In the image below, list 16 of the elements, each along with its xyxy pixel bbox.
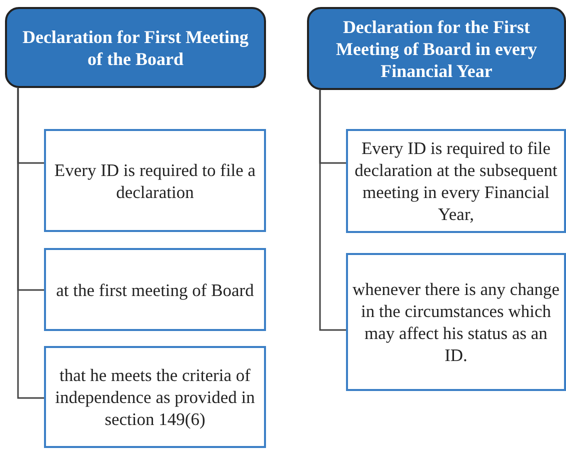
text-box — [44, 248, 266, 331]
text-box — [346, 253, 566, 391]
heading-box — [5, 7, 266, 88]
text-box — [346, 129, 566, 233]
text-box — [44, 129, 266, 232]
heading-text: Declaration for the First Meeting of Board in every Financial Year — [335, 16, 538, 82]
heading-box — [307, 7, 566, 90]
box-text: Every ID is required to file a declaration — [53, 158, 257, 202]
connector-line — [17, 88, 44, 399]
connector-line — [319, 90, 346, 331]
text-box — [44, 346, 266, 448]
box-text: that he meets the criteria of independence as provided in section 149(6) — [54, 364, 256, 430]
heading-text: Declaration for First Meeting of the Board — [21, 26, 250, 70]
box-text: at the first meeting of Board — [56, 278, 254, 300]
box-text: Every ID is required to file declaration at the subsequent meeting in every Financial Year, — [354, 137, 558, 225]
box-text: whenever there is any change in the circumstances which may affect his status as an ID. — [352, 278, 560, 366]
